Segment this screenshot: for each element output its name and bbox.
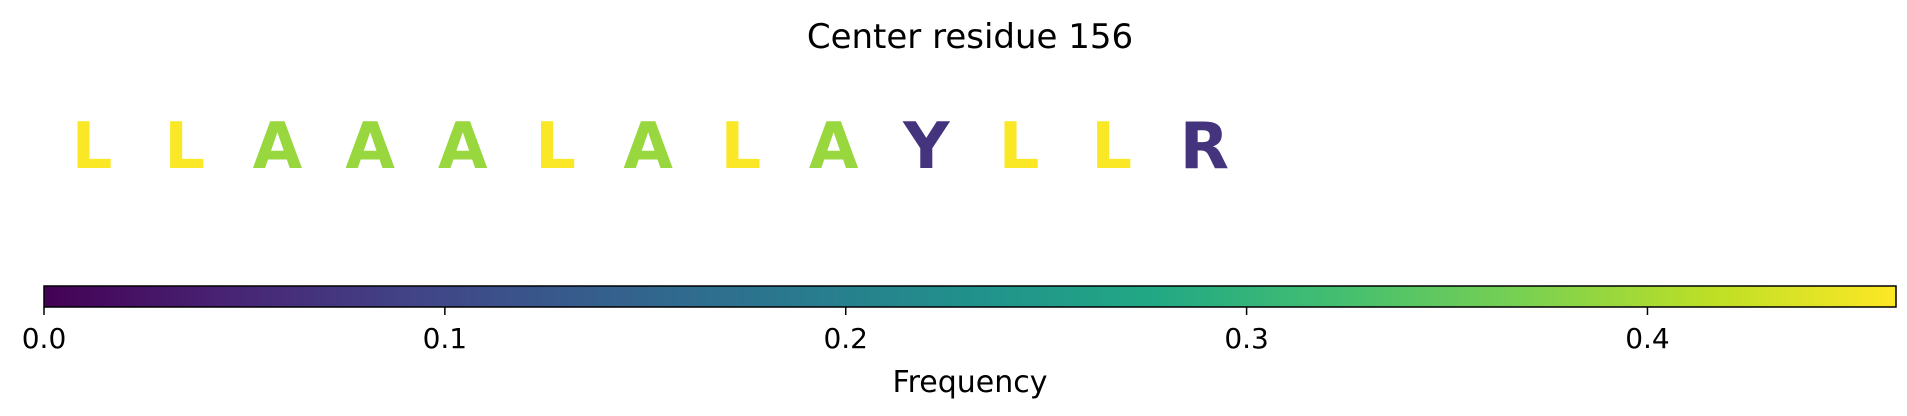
residue-letter: L	[1091, 110, 1132, 184]
colorbar-label: Frequency	[893, 365, 1048, 400]
residue-letter: A	[253, 110, 303, 184]
residue-letter: Y	[902, 110, 950, 184]
residue-letter: L	[164, 110, 205, 184]
chart-title: Center residue 156	[807, 17, 1133, 57]
residue-letter: A	[809, 110, 859, 184]
colorbar-tick-label: 0.4	[1625, 322, 1670, 355]
residue-letter: R	[1180, 110, 1229, 184]
colorbar-tick-label: 0.0	[22, 322, 67, 355]
colorbar-ticks: 0.0 0.1 0.2 0.3 0.4	[22, 307, 1670, 355]
residue-letter: A	[623, 110, 673, 184]
colorbar-gradient	[43, 285, 1897, 308]
residue-letter: L	[72, 110, 113, 184]
colorbar-tick-label: 0.2	[823, 322, 868, 355]
residue-letter: A	[345, 110, 395, 184]
colorbar-tick-label: 0.3	[1224, 322, 1269, 355]
residue-letter: L	[999, 110, 1040, 184]
residue-letter: L	[721, 110, 762, 184]
residue-letter: L	[535, 110, 576, 184]
colorbar-tick-label: 0.1	[423, 322, 468, 355]
residue-letter: A	[438, 110, 488, 184]
colorbar: 0.0 0.1 0.2 0.3 0.4 Frequency	[22, 285, 1897, 400]
